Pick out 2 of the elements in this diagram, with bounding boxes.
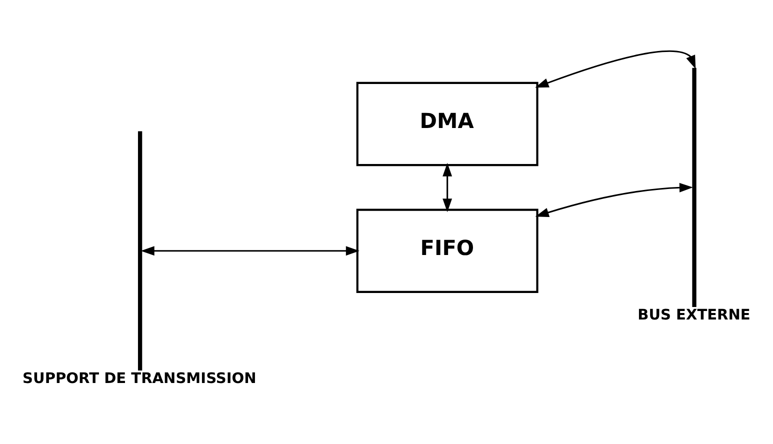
node-label: BUS EXTERNE [638,306,750,324]
node-label: SUPPORT DE TRANSMISSION [22,370,256,387]
